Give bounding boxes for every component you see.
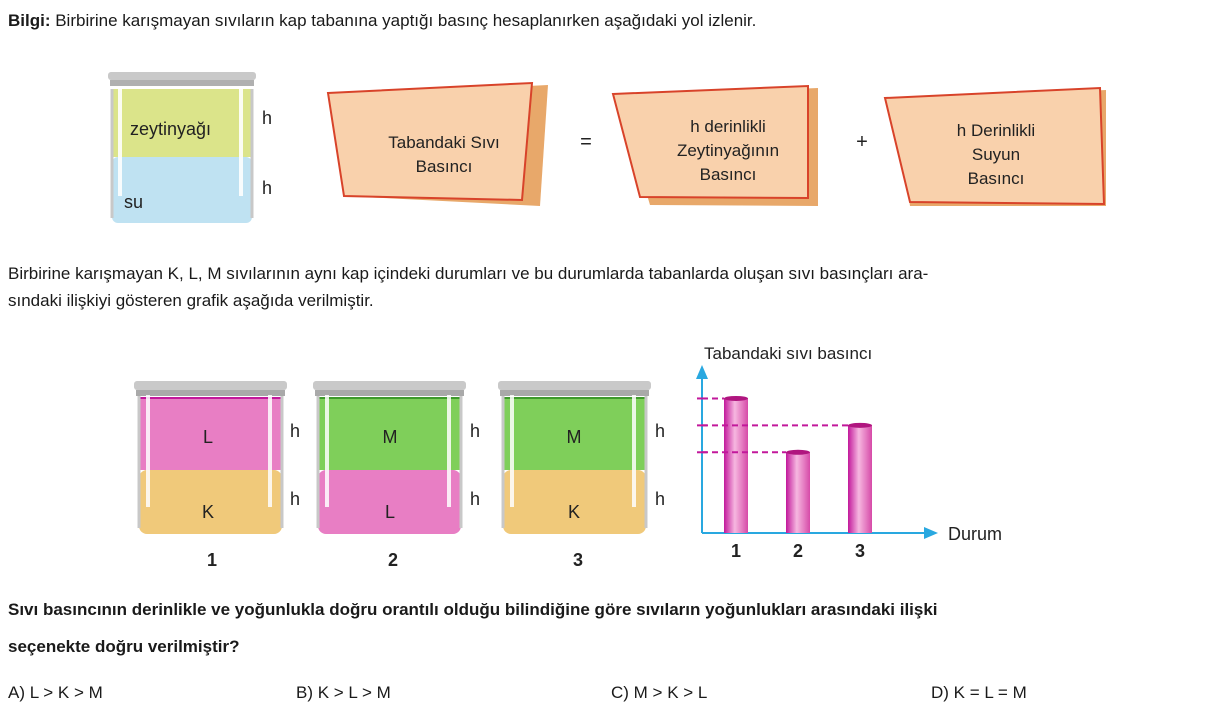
beaker-1-number: 1	[207, 550, 217, 570]
bar-case-2	[786, 452, 810, 533]
info-diagram: zeytinyağı su h h Tabandaki Sıvı Basıncı…	[108, 72, 1106, 223]
description-line-1: Birbirine karışmayan K, L, M sıvılarının…	[8, 264, 929, 283]
height-label-bottom: h	[262, 178, 272, 198]
beakers-diagram: L K h h 1 M L h h 2 M K h h 3	[134, 381, 665, 570]
equals-sign: =	[580, 131, 592, 153]
description-line-2: sındaki ilişkiyi gösteren grafik aşağıda…	[8, 291, 374, 310]
beaker-3-h-top: h	[655, 421, 665, 441]
beaker-3-bottom-liquid: K	[568, 502, 580, 522]
info-label: Bilgi:	[8, 11, 51, 30]
box1-line2: Basıncı	[416, 157, 473, 176]
box2-line2: Zeytinyağının	[677, 141, 779, 160]
formula-box-water-pressure: h Derinlikli Suyun Basıncı	[883, 86, 1106, 206]
formula-box-oil-pressure: h derinlikli Zeytinyağının Basıncı	[611, 84, 818, 206]
height-label-top: h	[262, 108, 272, 128]
option-a[interactable]: A) L > K > M	[8, 683, 103, 702]
pressure-bar-chart: Tabandaki sıvı basıncı Durum 1 2 3	[696, 344, 1002, 561]
option-c[interactable]: C) M > K > L	[611, 683, 708, 702]
label-water: su	[124, 192, 143, 212]
beaker-1-h-bottom: h	[290, 489, 300, 509]
info-beaker: zeytinyağı su h h	[108, 72, 272, 223]
beaker-2-bottom-liquid: L	[385, 502, 395, 522]
info-text: Birbirine karışmayan sıvıların kap taban…	[50, 11, 757, 30]
question-line-1: Sıvı basıncının derinlikle ve yoğunlukla…	[8, 600, 938, 619]
beaker-2-h-top: h	[470, 421, 480, 441]
chart-x-axis-label: Durum	[948, 524, 1002, 544]
beaker-case-1: L K h h 1	[134, 381, 300, 570]
beaker-case-2: M L h h 2	[313, 381, 480, 570]
beaker-3-number: 3	[573, 550, 583, 570]
beaker-case-3: M K h h 3	[498, 381, 665, 570]
box2-line1: h derinlikli	[690, 117, 766, 136]
box3-line2: Suyun	[972, 145, 1020, 164]
x-tick-label-1: 1	[731, 541, 741, 561]
box3-line3: Basıncı	[968, 169, 1025, 188]
info-sentence: Bilgi: Birbirine karışmayan sıvıların ka…	[8, 8, 756, 33]
x-tick-label-3: 3	[855, 541, 865, 561]
option-b[interactable]: B) K > L > M	[296, 683, 391, 702]
beaker-2-h-bottom: h	[470, 489, 480, 509]
formula-box-base-pressure: Tabandaki Sıvı Basıncı	[326, 81, 548, 206]
beaker-1-bottom-liquid: K	[202, 502, 214, 522]
chart-y-axis-arrow	[696, 365, 708, 379]
box3-line1: h Derinlikli	[957, 121, 1035, 140]
beaker-2-top-liquid: M	[383, 427, 398, 447]
bar-cap-2	[786, 449, 810, 455]
box1-line1: Tabandaki Sıvı	[388, 133, 500, 152]
chart-x-axis-arrow	[924, 527, 938, 539]
beaker-3-h-bottom: h	[655, 489, 665, 509]
x-tick-label-2: 2	[793, 541, 803, 561]
bar-case-3	[848, 425, 872, 533]
beaker-2-number: 2	[388, 550, 398, 570]
question-line-2: seçenekte doğru verilmiştir?	[8, 637, 240, 656]
box2-line3: Basıncı	[700, 165, 757, 184]
chart-y-axis-label: Tabandaki sıvı basıncı	[704, 344, 872, 363]
beaker-3-top-liquid: M	[567, 427, 582, 447]
option-d[interactable]: D) K = L = M	[931, 683, 1027, 702]
label-olive-oil: zeytinyağı	[130, 119, 211, 139]
plus-sign: +	[856, 131, 868, 153]
bar-cap-3	[848, 422, 872, 428]
beaker-1-h-top: h	[290, 421, 300, 441]
bar-case-1	[724, 398, 748, 533]
bar-cap-1	[724, 395, 748, 401]
beaker-1-top-liquid: L	[203, 427, 213, 447]
